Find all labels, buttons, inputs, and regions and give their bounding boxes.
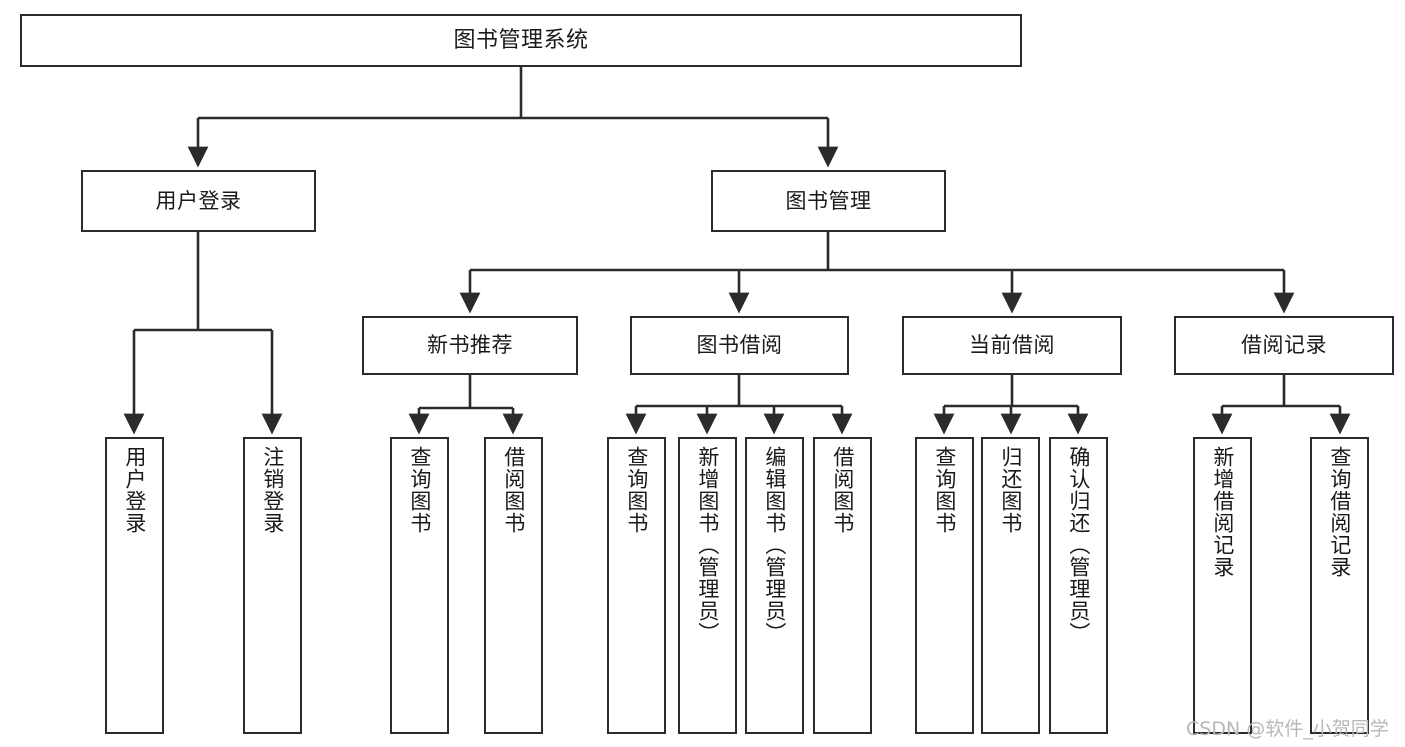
node-leaf-borrow-do-label: 借阅图书 bbox=[830, 446, 855, 534]
node-leaf-rec-add[interactable]: 新增借阅记录 bbox=[1193, 437, 1252, 734]
node-book-borrow-label: 图书借阅 bbox=[696, 333, 783, 358]
node-leaf-borrow-edit[interactable]: 编辑图书（管理员） bbox=[745, 437, 804, 734]
node-leaf-cur-return[interactable]: 归还图书 bbox=[981, 437, 1040, 734]
node-user-login-label: 用户登录 bbox=[155, 188, 242, 213]
node-leaf-borrow-edit-label: 编辑图书（管理员） bbox=[762, 446, 787, 644]
node-leaf-cur-query-label: 查询图书 bbox=[932, 446, 957, 534]
node-leaf-rec-add-label: 新增借阅记录 bbox=[1210, 446, 1235, 578]
node-leaf-rec-query[interactable]: 查询图书 bbox=[390, 437, 449, 734]
node-leaf-cur-return-label: 归还图书 bbox=[998, 446, 1023, 534]
node-leaf-borrow-query-label: 查询图书 bbox=[624, 446, 649, 534]
node-book-borrow[interactable]: 图书借阅 bbox=[630, 316, 849, 375]
node-leaf-borrow-add-label: 新增图书（管理员） bbox=[695, 446, 720, 644]
node-leaf-rec-borrow[interactable]: 借阅图书 bbox=[484, 437, 543, 734]
node-leaf-user-login-label: 用户登录 bbox=[122, 446, 147, 534]
node-current-borrow[interactable]: 当前借阅 bbox=[902, 316, 1122, 375]
node-leaf-user-logout-label: 注销登录 bbox=[260, 446, 285, 534]
node-leaf-rec-search-label: 查询借阅记录 bbox=[1327, 446, 1352, 578]
node-leaf-borrow-do[interactable]: 借阅图书 bbox=[813, 437, 872, 734]
node-root-label: 图书管理系统 bbox=[453, 27, 589, 53]
node-leaf-user-logout[interactable]: 注销登录 bbox=[243, 437, 302, 734]
node-leaf-user-login[interactable]: 用户登录 bbox=[105, 437, 164, 734]
node-leaf-cur-query[interactable]: 查询图书 bbox=[915, 437, 974, 734]
node-leaf-rec-search[interactable]: 查询借阅记录 bbox=[1310, 437, 1369, 734]
node-borrow-record-label: 借阅记录 bbox=[1241, 333, 1327, 358]
node-borrow-record[interactable]: 借阅记录 bbox=[1174, 316, 1394, 375]
node-book-manage[interactable]: 图书管理 bbox=[711, 170, 946, 232]
node-leaf-borrow-add[interactable]: 新增图书（管理员） bbox=[678, 437, 737, 734]
node-book-manage-label: 图书管理 bbox=[785, 188, 872, 213]
node-current-borrow-label: 当前借阅 bbox=[969, 333, 1055, 358]
node-leaf-rec-borrow-label: 借阅图书 bbox=[501, 446, 526, 534]
node-leaf-cur-confirm[interactable]: 确认归还（管理员） bbox=[1049, 437, 1108, 734]
node-leaf-borrow-query[interactable]: 查询图书 bbox=[607, 437, 666, 734]
node-leaf-rec-query-label: 查询图书 bbox=[407, 446, 432, 534]
node-root[interactable]: 图书管理系统 bbox=[20, 14, 1022, 67]
node-new-book-rec[interactable]: 新书推荐 bbox=[362, 316, 578, 375]
node-user-login[interactable]: 用户登录 bbox=[81, 170, 316, 232]
watermark: CSDN @软件_小贺同学 bbox=[1186, 718, 1389, 740]
node-leaf-cur-confirm-label: 确认归还（管理员） bbox=[1066, 446, 1091, 644]
node-new-book-rec-label: 新书推荐 bbox=[427, 333, 513, 358]
